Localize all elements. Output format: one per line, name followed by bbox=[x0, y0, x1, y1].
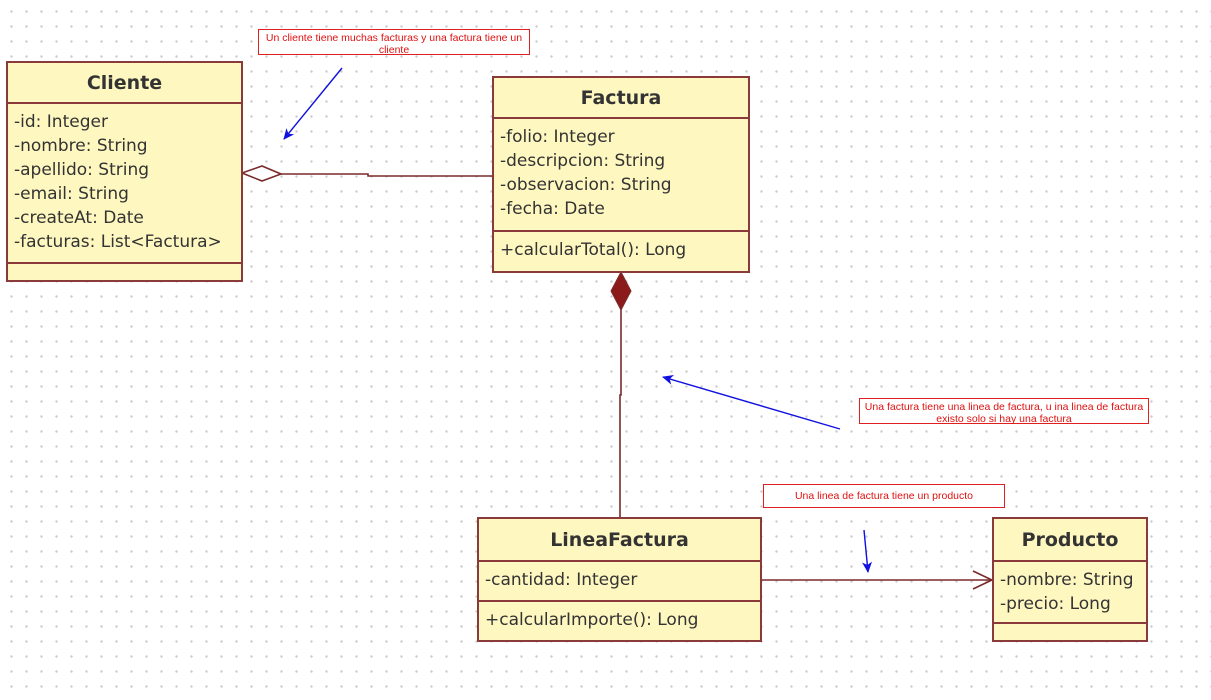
method: +calcularTotal(): Long bbox=[500, 240, 687, 260]
composition-diamond bbox=[610, 270, 632, 312]
attributes-section: -folio: Integer -descripcion: String -ob… bbox=[494, 119, 748, 232]
attribute: -createAt: Date bbox=[14, 208, 144, 228]
methods-section bbox=[994, 624, 1146, 640]
attribute: -nombre: String bbox=[14, 136, 148, 156]
attribute: -id: Integer bbox=[14, 112, 108, 132]
aggregation-diamond bbox=[239, 165, 284, 182]
aggregation-cliente-factura bbox=[239, 165, 492, 182]
class-name: Cliente bbox=[8, 63, 241, 104]
attribute: -facturas: List<Factura> bbox=[14, 232, 222, 252]
attribute: -folio: Integer bbox=[500, 127, 615, 147]
attribute: -observacion: String bbox=[500, 175, 672, 195]
class-name: LineaFactura bbox=[479, 519, 760, 562]
method: +calcularImporte(): Long bbox=[485, 610, 699, 630]
annotation-arrow-2 bbox=[662, 375, 841, 430]
note-factura-linea: Una factura tiene una linea de factura, … bbox=[859, 398, 1149, 425]
class-factura[interactable]: Factura -folio: Integer -descripcion: St… bbox=[492, 76, 750, 273]
note-linea-producto: Una linea de factura tiene un producto bbox=[763, 484, 1005, 508]
association-lineafactura-producto bbox=[762, 570, 994, 590]
attribute: -descripcion: String bbox=[500, 151, 666, 171]
class-name: Factura bbox=[494, 78, 748, 119]
attributes-section: -id: Integer -nombre: String -apellido: … bbox=[8, 104, 241, 264]
attribute: -cantidad: Integer bbox=[485, 570, 638, 590]
attribute: -fecha: Date bbox=[500, 199, 605, 219]
methods-section: +calcularImporte(): Long bbox=[479, 602, 760, 640]
methods-section: +calcularTotal(): Long bbox=[494, 232, 748, 271]
annotation-arrow-3 bbox=[862, 529, 873, 573]
attribute: -precio: Long bbox=[1000, 594, 1111, 614]
class-cliente[interactable]: Cliente -id: Integer -nombre: String -ap… bbox=[6, 61, 243, 282]
attribute: -nombre: String bbox=[1000, 570, 1134, 590]
attributes-section: -nombre: String -precio: Long bbox=[994, 562, 1146, 624]
attribute: -email: String bbox=[14, 184, 129, 204]
annotation-arrow-1 bbox=[283, 67, 343, 140]
class-producto[interactable]: Producto -nombre: String -precio: Long bbox=[992, 517, 1148, 642]
attributes-section: -cantidad: Integer bbox=[479, 562, 760, 602]
methods-section bbox=[8, 264, 241, 280]
attribute: -apellido: String bbox=[14, 160, 150, 180]
composition-factura-lineafactura bbox=[610, 270, 632, 518]
note-cliente-factura: Un cliente tiene muchas facturas y una f… bbox=[258, 29, 530, 56]
class-name: Producto bbox=[994, 519, 1146, 562]
class-lineafactura[interactable]: LineaFactura -cantidad: Integer +calcula… bbox=[477, 517, 762, 642]
